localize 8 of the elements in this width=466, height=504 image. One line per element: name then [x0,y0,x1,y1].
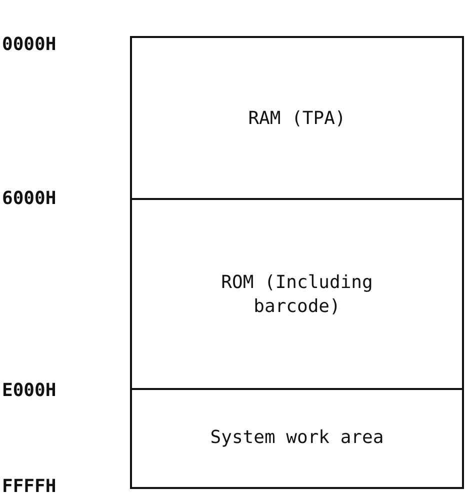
address-label: E000H [2,380,56,401]
address-label: 6000H [2,188,56,209]
address-label: FFFFH [2,476,56,497]
region-label: ROM (Including barcode) [220,270,374,319]
region-label: RAM (TPA) [248,106,346,131]
memory-region-box [130,388,464,489]
region-label: System work area [210,426,384,450]
address-label: 0000H [2,34,56,55]
